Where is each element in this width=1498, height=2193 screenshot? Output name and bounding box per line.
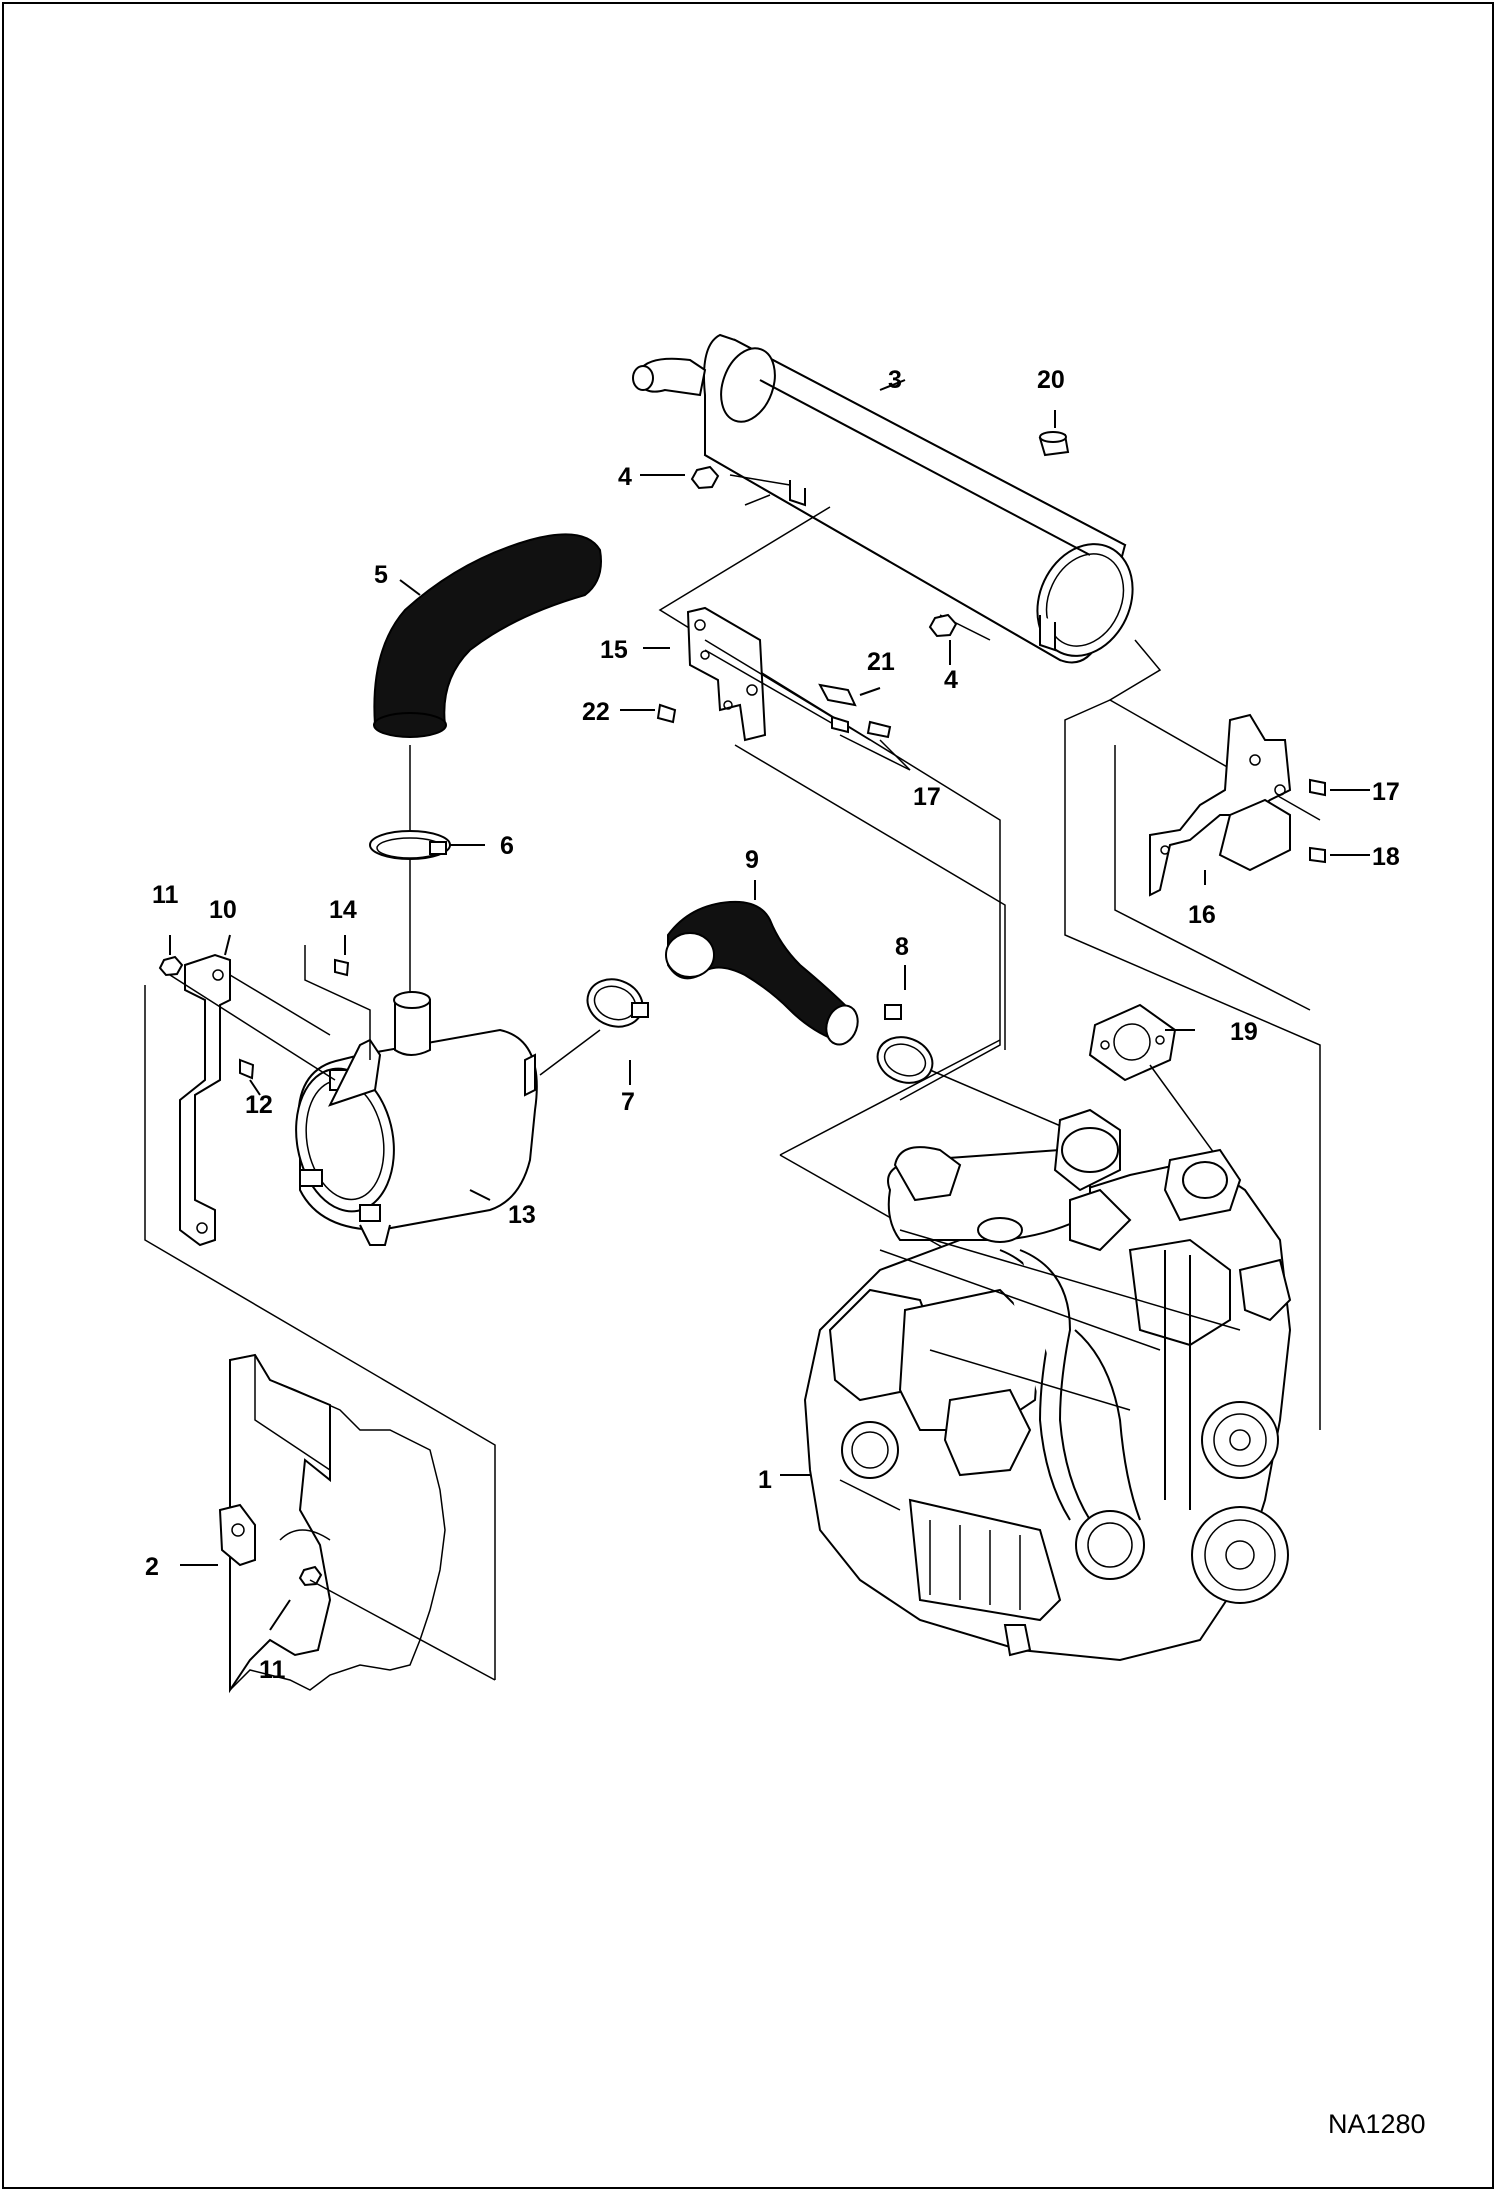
leader-lines bbox=[169, 379, 1370, 1631]
callout-10: 10 bbox=[209, 896, 237, 924]
callout-15: 15 bbox=[600, 636, 628, 664]
callout-labels: 1 2 3 4 4 5 6 7 8 9 10 11 11 12 13 14 15… bbox=[145, 366, 1400, 1684]
callout-11-lower: 11 bbox=[259, 1656, 286, 1684]
bolt-part-22 bbox=[656, 703, 677, 724]
mount-bracket-part-16 bbox=[1114, 713, 1311, 1011]
bolt-part-12 bbox=[239, 1058, 255, 1080]
callout-17-right: 17 bbox=[1372, 778, 1400, 806]
hose-part-9 bbox=[665, 900, 859, 1046]
bracket-part-10 bbox=[179, 953, 231, 1247]
engine-part-1 bbox=[779, 1039, 1292, 1662]
mount-bracket-part-15 bbox=[686, 606, 871, 742]
callout-7: 7 bbox=[621, 1088, 635, 1116]
callout-21: 21 bbox=[867, 648, 895, 676]
air-cleaner-part-13 bbox=[295, 991, 538, 1246]
callout-12: 12 bbox=[245, 1091, 273, 1119]
callout-14: 14 bbox=[329, 896, 357, 924]
callout-6: 6 bbox=[500, 832, 514, 860]
nut-part-4-lower bbox=[928, 613, 958, 638]
clamp-part-8 bbox=[876, 1004, 934, 1084]
callout-13: 13 bbox=[508, 1201, 536, 1229]
nut-part-4-upper bbox=[690, 465, 720, 490]
callout-9: 9 bbox=[745, 846, 759, 874]
bolt-part-18 bbox=[1309, 846, 1326, 864]
callout-8: 8 bbox=[895, 933, 909, 961]
cap-part-20 bbox=[1038, 431, 1070, 457]
callout-19: 19 bbox=[1230, 1018, 1258, 1046]
drawing-code: NA1280 bbox=[1328, 2109, 1426, 2139]
nut-part-11-upper bbox=[158, 955, 184, 977]
gasket-part-19 bbox=[1088, 1003, 1177, 1082]
spacer-part-21 bbox=[818, 683, 857, 707]
callout-4-lower: 4 bbox=[944, 666, 958, 694]
hose-part-5 bbox=[373, 533, 602, 738]
callout-11-upper: 11 bbox=[152, 881, 179, 909]
callout-18: 18 bbox=[1372, 843, 1400, 871]
callout-16: 16 bbox=[1188, 901, 1216, 929]
bolt-part-17-upper bbox=[831, 715, 892, 739]
callout-20: 20 bbox=[1037, 366, 1065, 394]
callout-1: 1 bbox=[758, 1466, 772, 1494]
callout-4-upper: 4 bbox=[618, 463, 632, 491]
muffler-part-3 bbox=[632, 333, 1134, 664]
callout-5: 5 bbox=[374, 561, 388, 589]
callout-17-lower: 17 bbox=[913, 783, 941, 811]
callout-22: 22 bbox=[582, 698, 610, 726]
bolt-part-14 bbox=[334, 958, 350, 977]
bolt-part-17-right bbox=[1309, 778, 1326, 797]
callout-3: 3 bbox=[888, 366, 902, 394]
clamp-part-6 bbox=[369, 830, 451, 860]
frame-detail-part-2 bbox=[218, 1353, 496, 1694]
callout-2: 2 bbox=[145, 1553, 159, 1581]
clamp-part-7 bbox=[586, 978, 649, 1028]
